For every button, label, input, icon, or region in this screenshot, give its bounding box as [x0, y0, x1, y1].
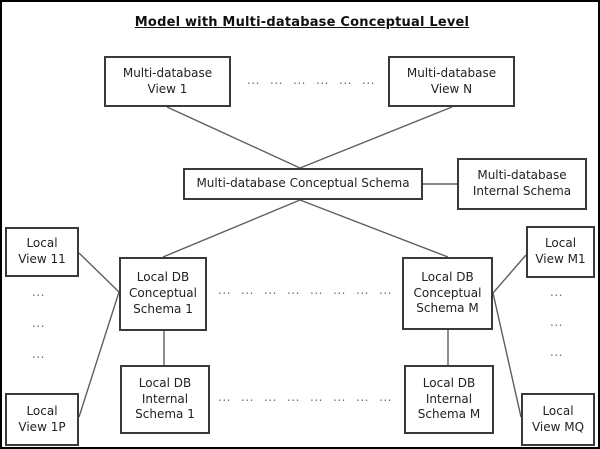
middle-ellipsis-row-dots: ... — [287, 283, 300, 297]
local-db-conceptual-schema-m-label: Local DB Conceptual Schema M — [413, 269, 482, 316]
bottom-ellipsis-row-dots: ... — [287, 390, 300, 404]
multi-database-view-n-label: Multi-database View N — [406, 65, 497, 96]
bottom-ellipsis-row-dots: ... — [379, 390, 392, 404]
diagram-title: Model with Multi-database Conceptual Lev… — [134, 15, 470, 30]
top-ellipsis-row-dots: ... — [362, 73, 375, 87]
box-local-view-1p: Local View 1P — [5, 393, 79, 446]
box-multi-database-internal-schema: Multi-database Internal Schema — [457, 158, 587, 210]
right-ellipsis-column-dots: ... — [550, 315, 563, 329]
multi-database-internal-schema-label: Multi-database Internal Schema — [472, 168, 572, 198]
top-ellipsis-row-dots: ... — [293, 73, 306, 87]
left-ellipsis-column-dots: ... — [32, 316, 45, 330]
left-ellipsis-column-dots: ... — [32, 347, 45, 361]
connector-local-schema-m-to-local-view-mq — [492, 292, 522, 418]
right-ellipsis-column-dots: ... — [550, 285, 563, 299]
connector-conceptual-schema-to-local-schema-m — [299, 199, 449, 258]
middle-ellipsis-row-dots: ... — [379, 283, 392, 297]
bottom-ellipsis-row-dots: ... — [310, 390, 323, 404]
local-view-mq-label: Local View MQ — [531, 403, 585, 434]
bottom-ellipsis-row-dots: ... — [333, 390, 346, 404]
connector-local-schema-1-to-local-view-1p — [78, 291, 120, 418]
middle-ellipsis-row-dots: ... — [310, 283, 323, 297]
multi-database-conceptual-schema-label: Multi-database Conceptual Schema — [196, 176, 410, 191]
local-view-m1-label: Local View M1 — [535, 236, 586, 266]
middle-ellipsis-row-dots: ... — [356, 283, 369, 297]
local-db-internal-schema-1-label: Local DB Internal Schema 1 — [135, 375, 195, 422]
box-multi-database-view-n: Multi-database View N — [388, 56, 515, 107]
bottom-ellipsis-row-dots: ... — [356, 390, 369, 404]
top-ellipsis-row-dots: ... — [270, 73, 283, 87]
box-local-db-internal-schema-1: Local DB Internal Schema 1 — [120, 365, 210, 434]
bottom-ellipsis-row-dots: ... — [218, 390, 231, 404]
connector-view-n-to-conceptual-schema — [299, 106, 453, 169]
local-db-conceptual-schema-1-label: Local DB Conceptual Schema 1 — [129, 270, 197, 316]
multi-database-view-1-label: Multi-database View 1 — [122, 65, 213, 96]
box-local-view-mq: Local View MQ — [521, 393, 595, 446]
middle-ellipsis-row-dots: ... — [264, 283, 277, 297]
box-local-view-m1: Local View M1 — [526, 226, 595, 278]
bottom-ellipsis-row-dots: ... — [241, 390, 254, 404]
top-ellipsis-row-dots: ... — [316, 73, 329, 87]
box-multi-database-view-1: Multi-database View 1 — [104, 56, 231, 107]
box-multi-database-conceptual-schema: Multi-database Conceptual Schema — [183, 168, 423, 200]
connector-conceptual-schema-to-local-schema-1 — [162, 199, 301, 258]
top-ellipsis-row-dots: ... — [339, 73, 352, 87]
left-ellipsis-column-dots: ... — [32, 285, 45, 299]
box-local-view-11: Local View 11 — [5, 227, 79, 277]
middle-ellipsis-row-dots: ... — [333, 283, 346, 297]
connector-view-1-to-conceptual-schema — [166, 106, 301, 169]
box-local-db-internal-schema-m: Local DB Internal Schema M — [404, 365, 494, 434]
right-ellipsis-column-dots: ... — [550, 345, 563, 359]
connector-local-view-11-to-local-schema-1 — [78, 252, 120, 293]
local-view-11-label: Local View 11 — [18, 236, 66, 266]
box-local-db-conceptual-schema-1: Local DB Conceptual Schema 1 — [119, 257, 207, 331]
connector-local-view-m1-to-local-schema-m — [492, 254, 527, 294]
middle-ellipsis-row-dots: ... — [241, 283, 254, 297]
middle-ellipsis-row-dots: ... — [218, 283, 231, 297]
local-view-1p-label: Local View 1P — [18, 403, 66, 434]
top-ellipsis-row-dots: ... — [247, 73, 260, 87]
box-local-db-conceptual-schema-m: Local DB Conceptual Schema M — [402, 257, 493, 330]
local-db-internal-schema-m-label: Local DB Internal Schema M — [417, 375, 481, 422]
bottom-ellipsis-row-dots: ... — [264, 390, 277, 404]
